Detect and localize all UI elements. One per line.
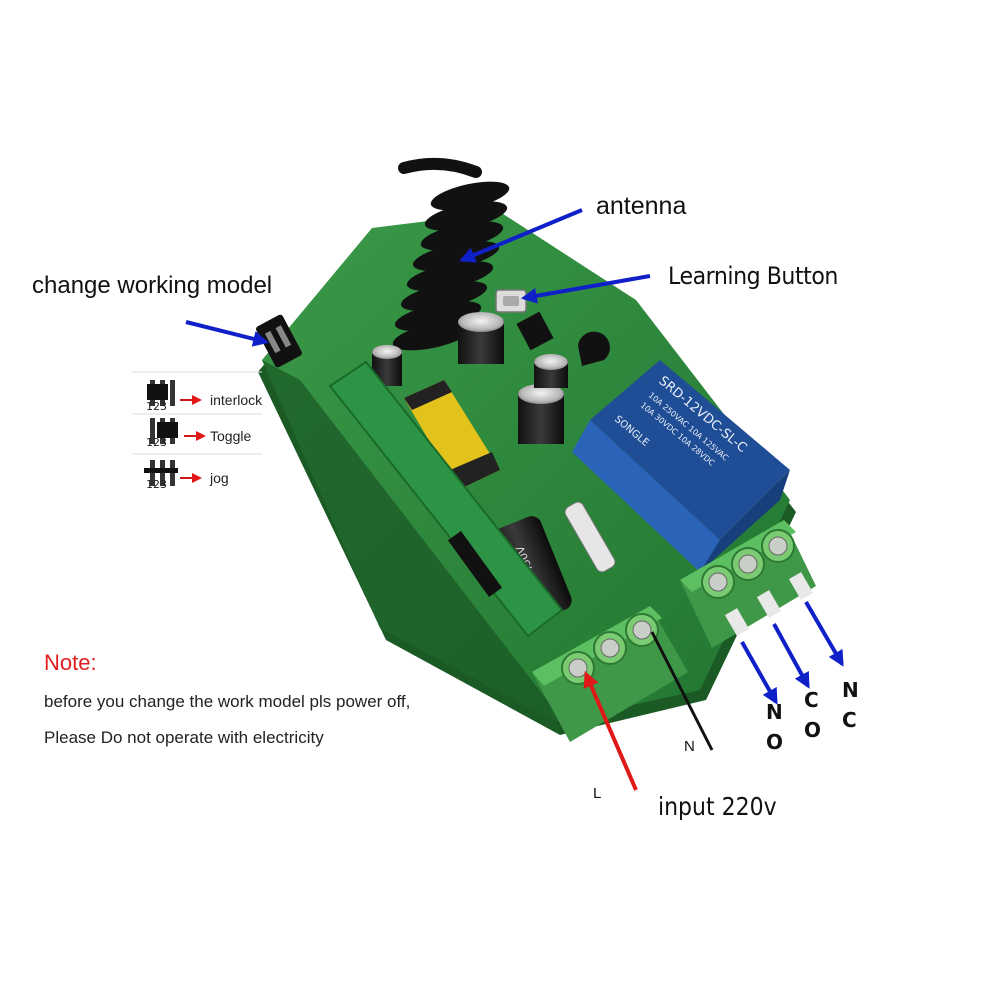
terminal-screw-no[interactable] [701, 565, 735, 599]
arrow-l [583, 671, 638, 791]
mode-inset-jog [132, 453, 262, 486]
output-no-letter-1: N [766, 700, 783, 724]
rf-module [328, 360, 564, 638]
learning-button-arrow [520, 274, 651, 304]
capacitor-small-2 [518, 384, 564, 444]
mode-inset-interlock [132, 371, 262, 406]
antenna-arrow [459, 208, 583, 263]
arrow-nc [804, 600, 844, 667]
terminal-screw-nc[interactable] [761, 529, 795, 563]
mode-inset-toggle [132, 413, 262, 444]
mode-pin-numbers: 123 [146, 478, 167, 491]
output-terminal-block [680, 520, 816, 648]
ic-chip [516, 311, 554, 351]
mode-pin-numbers: 123 [146, 436, 167, 449]
input-voltage-label: input 220v [658, 792, 777, 821]
mode-jog: 123 jog [132, 464, 272, 494]
transistor [578, 331, 610, 366]
note-line-1: before you change the work model pls pow… [44, 692, 411, 711]
learning-button-label: Learning Button [668, 262, 838, 290]
output-nc-letter-1: N [842, 678, 859, 702]
capacitor-small-1 [458, 312, 504, 364]
output-co-letter-2: O [804, 718, 822, 742]
fuse [564, 501, 616, 573]
terminal-screw-co[interactable] [731, 547, 765, 581]
terminal-screw-mid[interactable] [593, 631, 627, 665]
wire-n-label: N [684, 738, 695, 755]
mode-label: jog [210, 470, 229, 486]
antenna-coil [392, 157, 510, 351]
line-n [650, 631, 714, 751]
antenna-label: antenna [596, 192, 687, 220]
change-model-label: change working model [32, 272, 273, 299]
output-nc-letter-2: C [842, 708, 857, 732]
note-title: Note: [44, 650, 97, 675]
mode-pin-numbers: 123 [146, 400, 167, 413]
output-no-letter-2: O [766, 730, 784, 754]
transformer [404, 380, 500, 490]
arrow-no [740, 641, 778, 705]
output-co-letter-1: C [804, 688, 819, 712]
capacitor-small-4 [372, 345, 402, 386]
capacitor-small-3 [534, 354, 568, 388]
learning-button[interactable] [495, 289, 527, 313]
mode-interlock: 123 interlock [132, 386, 272, 416]
change-model-arrow [185, 320, 270, 347]
relay: SRD-12VDC-SL-C SONGLE 10A 250VAC 10A 125… [572, 360, 790, 572]
mode-toggle: 123 Toggle [132, 422, 272, 452]
mode-label: interlock [210, 392, 263, 408]
note-line-2: Please Do not operate with electricity [44, 728, 324, 747]
terminal-screw-n[interactable] [625, 613, 659, 647]
arrow-co [772, 623, 810, 689]
mode-label: Toggle [210, 428, 252, 444]
wire-l-label: L [593, 785, 602, 802]
